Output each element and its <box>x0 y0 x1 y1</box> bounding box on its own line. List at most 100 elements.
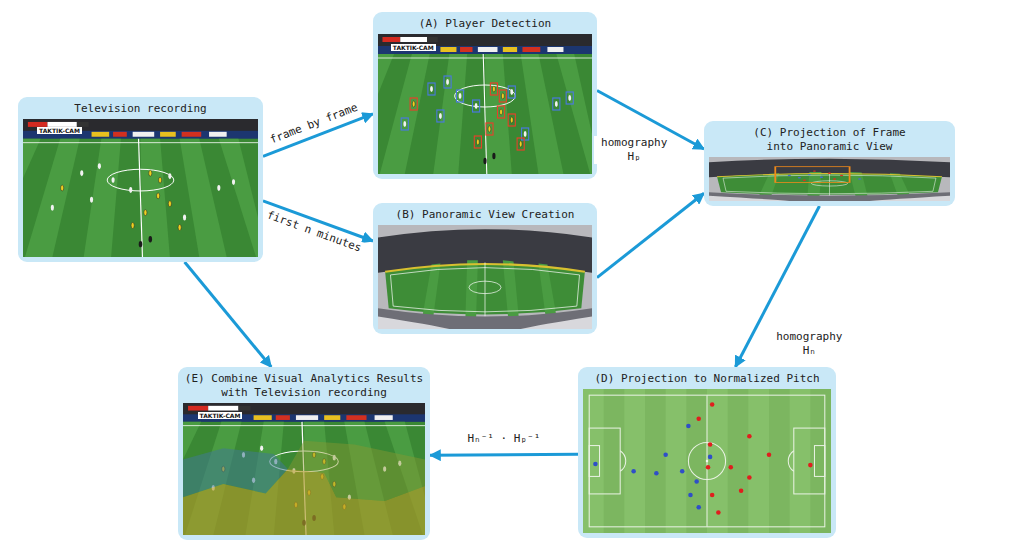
illustration-shape <box>739 489 744 494</box>
broadcast-badge: TAKTIK-CAM <box>391 44 436 51</box>
illustration-shape <box>183 403 425 535</box>
illustration-shape <box>769 389 790 533</box>
illustration-shape <box>680 469 685 474</box>
illustration-shape <box>688 493 693 498</box>
title-block: (D) Projection to Normalized Pitch <box>584 367 830 386</box>
illustration-shape <box>696 417 701 422</box>
illustration-shape <box>840 175 843 176</box>
process-box: (B) Panoramic View Creation <box>373 203 597 334</box>
illustration-shape <box>767 453 772 458</box>
illustration-shape <box>696 505 701 510</box>
illustration-shape <box>808 174 811 175</box>
illustration-shape <box>710 402 715 407</box>
illustration-shape <box>858 178 861 179</box>
illustration-shape <box>688 442 725 479</box>
illustration-shape <box>499 90 506 102</box>
illustration-shape <box>654 471 659 476</box>
illustration-shape <box>378 225 592 329</box>
illustration-shape <box>589 395 825 527</box>
illustration-shape <box>728 465 733 470</box>
normalized-pitch <box>583 389 831 533</box>
illustration-shape <box>708 455 713 460</box>
illustration-shape <box>553 98 560 110</box>
illustration-shape <box>428 83 435 95</box>
edge-label: homography Hₙ <box>769 330 849 358</box>
illustration-shape <box>798 177 801 178</box>
broadcast-badge: TAKTIK-CAM <box>37 127 82 134</box>
illustration-shape <box>401 118 408 130</box>
illustration-shape <box>401 76 573 140</box>
illustration-shape <box>775 167 849 183</box>
illustration-shape <box>589 395 825 527</box>
illustration-shape <box>708 442 713 447</box>
analytics-overlay-frame <box>183 403 425 535</box>
illustration-shape <box>410 83 524 150</box>
illustration-shape <box>456 90 463 102</box>
process-box: TAKTIK-CAM (E) Combine Visual Analytics R… <box>178 367 430 540</box>
illustration-shape <box>444 76 451 88</box>
box-title: Television recording <box>24 102 257 116</box>
illustration-shape <box>716 510 721 515</box>
box-title: (A) Player Detection <box>379 17 591 31</box>
illustration-shape <box>620 451 626 472</box>
illustration-shape <box>820 177 823 178</box>
illustration-shape <box>788 174 862 180</box>
illustration-shape <box>593 424 712 510</box>
panorama-image <box>378 225 592 329</box>
illustration-shape <box>706 395 707 527</box>
box-title: (E) Combine Visual Analytics Results wit… <box>184 372 424 400</box>
illustration-area: TAKTIK-CAM <box>23 119 258 257</box>
process-box: TAKTIK-CAM Television recording <box>18 97 263 262</box>
illustration-shape <box>706 465 711 470</box>
illustration-area: TAKTIK-CAM <box>183 403 425 535</box>
illustration-shape <box>288 441 425 501</box>
illustration-shape <box>589 446 599 477</box>
illustration-area <box>583 389 831 533</box>
title-block: Television recording <box>24 97 257 116</box>
edge-label: Hₙ⁻¹ · Hₚ⁻¹ <box>465 432 542 446</box>
broadcast-badge: TAKTIK-CAM <box>198 412 243 419</box>
illustration-shape <box>747 434 752 439</box>
illustration-shape <box>814 446 824 477</box>
illustration-shape <box>604 389 625 533</box>
box-title: (B) Panoramic View Creation <box>379 208 591 222</box>
illustration-shape <box>808 463 813 468</box>
illustration-shape <box>508 86 515 98</box>
illustration-area <box>709 157 950 201</box>
illustration-shape <box>833 178 836 179</box>
illustration-area: TAKTIK-CAM <box>378 34 592 174</box>
title-block: (A) Player Detection <box>379 12 591 31</box>
illustration-shape <box>686 389 707 533</box>
illustration-shape <box>728 389 749 533</box>
edge-label: homography Hₚ <box>594 136 674 164</box>
illustration-shape <box>23 119 258 257</box>
illustration-shape <box>473 100 480 112</box>
illustration-shape <box>810 389 831 533</box>
flow-arrow <box>597 193 704 277</box>
detection-frame <box>378 34 592 174</box>
illustration-shape <box>710 493 715 498</box>
illustration-shape <box>410 98 417 110</box>
illustration-shape <box>828 173 831 174</box>
illustration-shape <box>813 170 816 171</box>
process-box: TAKTIK-CAM (A) Player Detection <box>373 12 597 179</box>
illustration-shape <box>794 428 825 494</box>
illustration-shape <box>803 170 843 181</box>
illustration-shape <box>497 106 504 118</box>
illustration-shape <box>437 110 444 122</box>
process-box: (D) Projection to Normalized Pitch <box>578 367 836 538</box>
illustration-shape <box>709 157 950 201</box>
illustration-shape <box>696 402 812 515</box>
box-title: (C) Projection of Frame into Panoramic V… <box>745 126 915 154</box>
illustration-shape <box>706 460 708 462</box>
process-box: (C) Projection of Frame into Panoramic V… <box>704 121 955 206</box>
illustration-shape <box>686 424 691 429</box>
illustration-shape <box>486 123 493 135</box>
flow-arrow <box>430 454 578 455</box>
illustration-shape <box>508 114 515 126</box>
illustration-area <box>378 225 592 329</box>
illustration-shape <box>788 175 791 176</box>
illustration-shape <box>747 475 752 480</box>
illustration-shape <box>474 136 481 148</box>
